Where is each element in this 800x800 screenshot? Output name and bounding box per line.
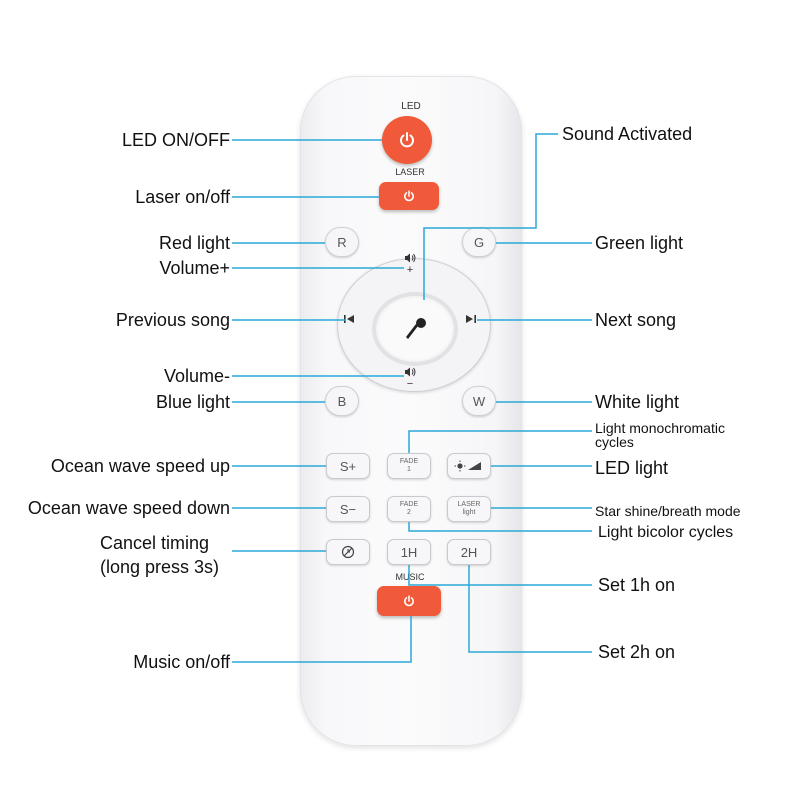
label-next-song: Next song [595,310,677,330]
timer-2h-button[interactable]: 2H [447,539,491,565]
label-led-light: LED light [595,458,669,478]
fade-1-button[interactable]: FADE 1 [387,453,431,479]
timer-1h-button[interactable]: 1H [387,539,431,565]
volume-up-sign: + [406,264,414,276]
label-red-light: Red light [158,233,230,253]
red-button[interactable]: R [325,227,359,257]
led-caption: LED [401,101,421,112]
volume-down-button[interactable]: − [399,366,421,390]
label-cancel-timing: Cancel timing (long press 3s) [100,531,219,579]
fade-1-bottom: 1 [407,466,411,473]
laser-power-button[interactable] [379,182,439,210]
label-volume-down: Volume- [163,366,230,386]
volume-up-button[interactable]: + [399,252,421,276]
sound-activated-button[interactable] [372,292,458,366]
label-light-mono-line2: cycles [595,434,634,450]
label-volume-up: Volume+ [159,258,230,278]
led-light-button[interactable] [447,453,491,479]
volume-down-sign: − [406,378,414,390]
microphone-icon [406,318,426,339]
label-light-monochromatic: Light monochromatic cycles [595,421,725,449]
music-power-button[interactable] [377,586,441,616]
label-light-bicolor: Light bicolor cycles [598,524,734,541]
label-set-1h: Set 1h on [598,575,676,595]
label-cancel-timing-line1: Cancel timing [100,533,210,553]
label-blue-light: Blue light [155,392,230,412]
ocean-speed-down-button[interactable]: S− [326,496,370,522]
speaker-icon [405,253,416,263]
ocean-speed-up-button[interactable]: S+ [326,453,370,479]
power-icon [404,190,414,202]
laser-light-top: LASER [457,501,481,508]
label-music-onoff: Music on/off [133,652,230,672]
label-cancel-timing-line2: (long press 3s) [100,557,220,577]
laser-light-bottom: light [462,509,476,516]
cancel-timing-button[interactable] [326,539,370,565]
next-icon [466,315,476,323]
label-ocean-up: Ocean wave speed up [50,456,230,476]
previous-icon [344,315,354,323]
label-white-light: White light [595,392,680,412]
brightness-icon [454,460,481,472]
label-star-shine: Star shine/breath mode [595,503,741,519]
power-icon [404,595,414,607]
power-icon [400,132,414,148]
label-led-onoff: LED ON/OFF [121,130,230,150]
previous-button[interactable] [343,313,355,327]
led-power-button[interactable] [382,116,432,164]
speaker-icon [405,367,416,377]
label-sound-activated: Sound Activated [562,124,693,144]
blue-button[interactable]: B [325,386,359,416]
fade-2-top: FADE [399,501,419,508]
label-previous-song: Previous song [115,310,230,330]
next-button[interactable] [465,313,477,327]
music-caption: MUSIC [395,572,425,582]
label-light-mono-line1: Light monochromatic [595,420,725,436]
label-green-light: Green light [595,233,684,253]
white-button[interactable]: W [462,386,496,416]
laser-caption: LASER [395,167,425,177]
label-set-2h: Set 2h on [598,642,676,662]
label-laser-onoff: Laser on/off [135,187,230,207]
laser-light-button[interactable]: LASER light [447,496,491,522]
fade-2-button[interactable]: FADE 2 [387,496,431,522]
fade-2-bottom: 2 [407,509,411,516]
green-button[interactable]: G [462,227,496,257]
fade-1-top: FADE [399,458,419,465]
timer-cancel-icon [341,545,355,559]
label-ocean-down: Ocean wave speed down [27,498,230,518]
